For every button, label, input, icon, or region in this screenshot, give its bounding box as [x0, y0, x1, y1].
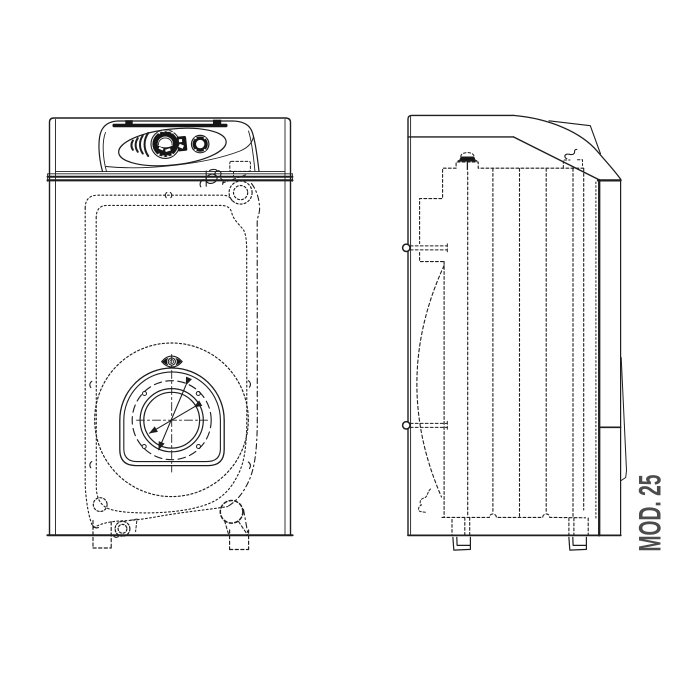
svg-text:MOD. 25: MOD. 25	[632, 475, 668, 552]
